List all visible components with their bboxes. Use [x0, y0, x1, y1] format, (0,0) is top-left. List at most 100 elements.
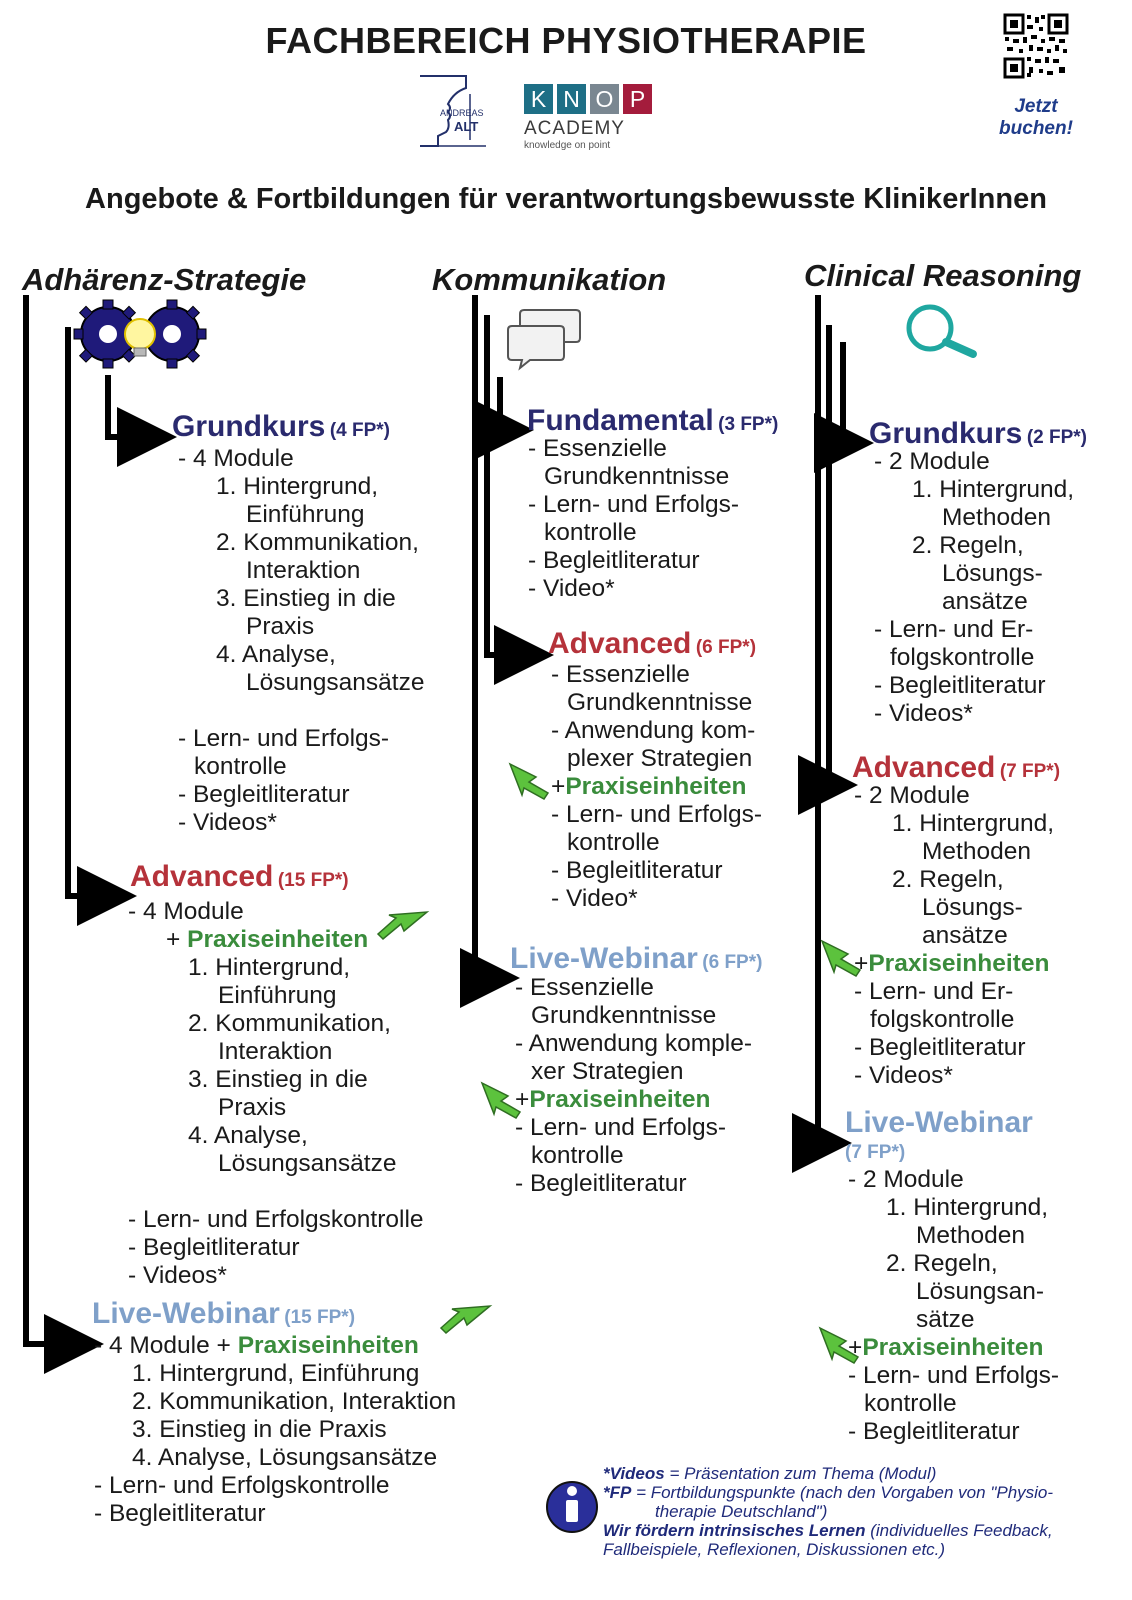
- kom-live-list: - Essenzielle Grundkenntnisse - Anwendun…: [515, 974, 752, 1198]
- list-item: - 4 Module: [128, 898, 244, 925]
- plus-sign: +: [551, 773, 566, 800]
- list-item: - Videos*: [178, 809, 277, 836]
- cr-grundkurs-list: - 2 Module 1. Hintergrund, Methoden 2. R…: [874, 448, 1074, 728]
- list-item: Grundkenntnisse: [567, 689, 753, 716]
- list-item: - Video*: [528, 575, 615, 602]
- list-item: kontrolle: [194, 753, 287, 780]
- list-item: plexer Strategien: [567, 745, 753, 772]
- cr-advanced-fp: (7 FP*): [999, 761, 1061, 782]
- knop-tagline: knowledge on point: [524, 140, 611, 151]
- cr-grundkurs-label: Grundkurs: [869, 417, 1023, 450]
- list-item: 3. Einstieg in die: [188, 1066, 368, 1093]
- list-item: Lösungsan-: [916, 1278, 1045, 1305]
- list-item: 4. Analyse,: [188, 1122, 308, 1149]
- list-item: - Lern- und Erfolgs-: [551, 801, 763, 828]
- cr-advanced-title[interactable]: Advanced (7 FP*): [852, 751, 1060, 785]
- footnote-fp-text-cont: therapie Deutschland"): [655, 1502, 828, 1521]
- gears-bulb-icon: [73, 299, 207, 369]
- green-arrow-icon: [480, 1081, 522, 1119]
- list-item: 3. Einstieg in die Praxis: [132, 1416, 387, 1443]
- adh-advanced-label: Advanced: [130, 860, 274, 893]
- list-item: kontrolle: [544, 519, 637, 546]
- list-item: kontrolle: [531, 1142, 624, 1169]
- footnote: *Videos = Präsentation zum Thema (Modul)…: [603, 1464, 1053, 1559]
- kom-advanced-label: Advanced: [548, 627, 692, 660]
- list-item: Lösungsansätze: [218, 1150, 397, 1177]
- list-item: 1. Hintergrund,: [188, 954, 351, 981]
- list-item: Einführung: [246, 501, 365, 528]
- green-arrow-icon: [439, 1305, 493, 1335]
- book-now-line1: Jetzt: [1014, 96, 1058, 117]
- kom-fundamental-label: Fundamental: [527, 404, 714, 437]
- kom-live-fp: (6 FP*): [702, 952, 763, 973]
- kom-fundamental-list: - Essenzielle Grundkenntnisse - Lern- un…: [528, 435, 739, 603]
- footnote-learn-bold: Wir fördern intrinsisches Lernen: [603, 1521, 866, 1540]
- footnote-learn-text-cont: Fallbeispiele, Reflexionen, Diskussionen…: [603, 1540, 946, 1559]
- kom-advanced-fp: (6 FP*): [695, 637, 757, 658]
- plus-sign: +: [854, 950, 869, 977]
- praxiseinheiten-label: Praxiseinheiten: [862, 1334, 1044, 1361]
- list-item: 2. Regeln,: [892, 866, 1004, 893]
- list-item: - 2 Module: [854, 782, 970, 809]
- list-item: Praxis: [246, 613, 315, 640]
- list-item: 1. Hintergrund,: [912, 476, 1075, 503]
- list-item: 1. Hintergrund, Einführung: [132, 1360, 420, 1387]
- cr-advanced-list: - 2 Module 1. Hintergrund, Methoden 2. R…: [854, 782, 1054, 1090]
- cr-live-webinar-title[interactable]: Live-Webinar (7 FP*): [845, 1108, 1033, 1168]
- list-item: - Video*: [551, 885, 638, 912]
- book-now-link[interactable]: Jetzt buchen!: [985, 96, 1087, 140]
- list-item: - Lern- und Er-: [854, 978, 1014, 1005]
- praxiseinheiten-label: Praxiseinheiten: [187, 926, 369, 953]
- footnote-learn-text: (individuelles Feedback,: [865, 1521, 1053, 1540]
- list-item: - Videos*: [874, 700, 973, 727]
- list-item: Lösungs-: [922, 894, 1023, 921]
- list-item: 1. Hintergrund,: [216, 473, 379, 500]
- heading-adhaerenz: Adhärenz-Strategie: [22, 262, 307, 297]
- book-now-line2: buchen!: [999, 118, 1073, 139]
- kom-live-webinar-title[interactable]: Live-Webinar (6 FP*): [510, 942, 762, 976]
- list-item: Interaktion: [218, 1038, 333, 1065]
- list-item: - Begleitliteratur: [528, 547, 700, 574]
- list-item: xer Strategien: [531, 1058, 684, 1085]
- andreas-alt-logo: ANDREAS ALT: [418, 74, 488, 148]
- list-item: - 4 Module +: [94, 1332, 231, 1359]
- list-item: - Lern- und Erfolgs-: [178, 725, 390, 752]
- page-subtitle: Angebote & Fortbildungen für verantwortu…: [85, 183, 1047, 215]
- knop-academy-text: ACADEMY: [524, 118, 625, 139]
- cr-live-fp: (7 FP*): [845, 1142, 906, 1163]
- green-arrow-icon: [508, 762, 550, 800]
- green-arrow-icon: [820, 939, 862, 977]
- adh-advanced-title[interactable]: Advanced (15 FP*): [130, 860, 349, 894]
- heading-kommunikation: Kommunikation: [432, 262, 667, 297]
- cr-grundkurs-title[interactable]: Grundkurs (2 FP*): [869, 417, 1087, 451]
- list-item: - Videos*: [854, 1062, 953, 1089]
- footnote-videos-text: = Präsentation zum Thema (Modul): [664, 1464, 937, 1483]
- footnote-fp-text: = Fortbildungspunkte (nach den Vorgaben …: [631, 1483, 1054, 1502]
- list-item: 4. Analyse,: [216, 641, 336, 668]
- adh-live-webinar-title[interactable]: Live-Webinar (15 FP*): [92, 1297, 355, 1331]
- adh-advanced-list: - 4 Module + Praxiseinheiten 1. Hintergr…: [128, 898, 424, 1290]
- kom-advanced-title[interactable]: Advanced (6 FP*): [548, 627, 756, 661]
- adh-grundkurs-title[interactable]: Grundkurs (4 FP*): [172, 410, 390, 444]
- qr-code[interactable]: [1003, 13, 1069, 79]
- list-item: - Essenzielle: [515, 974, 654, 1001]
- list-item: kontrolle: [567, 829, 660, 856]
- list-item: 2. Kommunikation,: [216, 529, 419, 556]
- list-item: 3. Einstieg in die: [216, 585, 396, 612]
- list-item: - Essenzielle: [551, 661, 690, 688]
- list-item: Einführung: [218, 982, 337, 1009]
- kom-fundamental-title[interactable]: Fundamental (3 FP*): [527, 404, 778, 438]
- cr-grundkurs-fp: (2 FP*): [1026, 427, 1087, 448]
- list-item: 2. Regeln,: [886, 1250, 998, 1277]
- magnifier-icon: [906, 304, 977, 358]
- list-item: - 4 Module: [178, 445, 294, 472]
- list-item: - Begleitliteratur: [94, 1500, 266, 1527]
- logo-text-alt: ALT: [454, 119, 479, 134]
- green-arrow-icon: [376, 911, 430, 941]
- list-item: Lösungs-: [942, 560, 1043, 587]
- cr-advanced-label: Advanced: [852, 751, 996, 784]
- green-arrow-icon: [818, 1326, 860, 1364]
- knop-academy-logo: K N O P ACADEMY knowledge on point: [524, 84, 664, 152]
- kom-advanced-list: - Essenzielle Grundkenntnisse - Anwendun…: [551, 661, 762, 913]
